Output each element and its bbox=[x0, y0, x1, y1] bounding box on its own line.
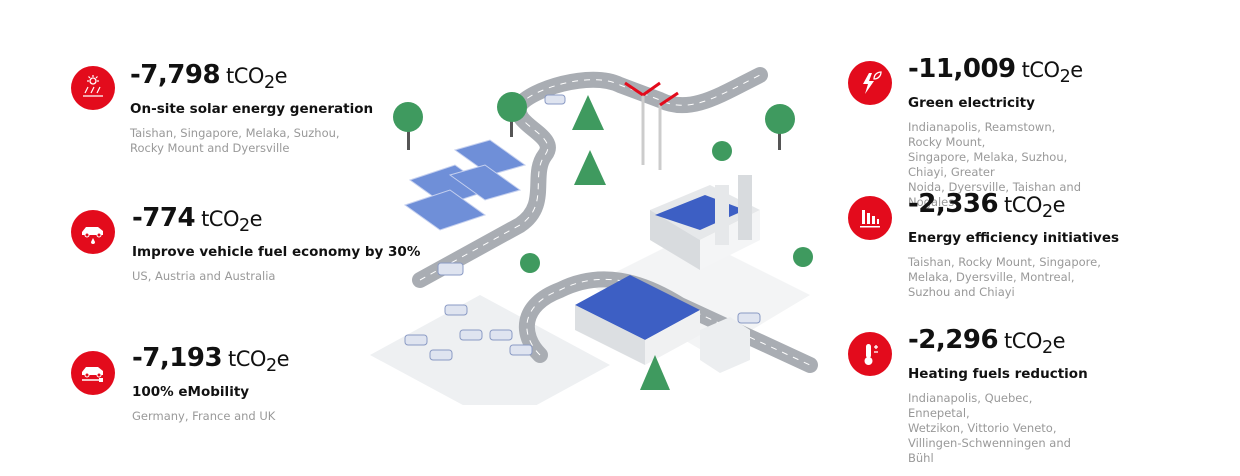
car-fuel-drop-icon bbox=[71, 210, 115, 254]
stat-locations: US, Austria and Australia bbox=[132, 269, 276, 284]
stat-title: 100% eMobility bbox=[132, 384, 250, 401]
stat-locations: Germany, France and UK bbox=[132, 409, 276, 424]
stat-title: Improve vehicle fuel economy by 30% bbox=[132, 244, 421, 261]
stat-locations: Taishan, Rocky Mount, Singapore,Melaka, … bbox=[908, 255, 1101, 300]
parking-lot bbox=[370, 295, 610, 405]
ground-plot bbox=[590, 235, 810, 355]
energy-campus-illustration bbox=[370, 67, 818, 405]
stat-value: -7,193 bbox=[132, 343, 223, 373]
factory bbox=[650, 175, 760, 270]
thermometer-icon bbox=[848, 332, 892, 376]
stat-value: -2,336 bbox=[908, 189, 999, 219]
stat-value: -7,798 bbox=[130, 60, 221, 90]
stat-unit: tCO2e bbox=[201, 207, 263, 237]
stat-value: -774 bbox=[132, 203, 196, 233]
stat-title: On-site solar energy generation bbox=[130, 101, 374, 118]
stat-unit: tCO2e bbox=[1004, 193, 1066, 223]
electric-car-icon bbox=[71, 351, 115, 395]
cars bbox=[404, 94, 761, 361]
stat-unit: tCO2e bbox=[1004, 329, 1066, 359]
stat-locations: Taishan, Singapore, Melaka, Suzhou,Rocky… bbox=[130, 126, 340, 156]
trees bbox=[393, 92, 813, 390]
stat-title: Energy efficiency initiatives bbox=[908, 230, 1120, 247]
stat-locations: Indianapolis, Quebec, Ennepetal,Wetzikon… bbox=[908, 391, 1071, 466]
stat-unit: tCO2e bbox=[1021, 58, 1084, 88]
stat-unit: tCO2e bbox=[226, 64, 288, 94]
wind-turbines bbox=[624, 81, 679, 170]
stat-unit: tCO2e bbox=[228, 347, 290, 377]
stat-value: -11,009 bbox=[908, 54, 1016, 84]
bar-chart-icon bbox=[848, 196, 892, 240]
stat-title: Green electricity bbox=[908, 95, 1035, 112]
solar-panel-icon bbox=[71, 66, 115, 110]
stat-locations: Indianapolis, Reamstown, Rocky Mount,Sin… bbox=[908, 120, 1081, 210]
green-lightning-icon bbox=[848, 61, 892, 105]
warehouse bbox=[575, 275, 750, 373]
stat-title: Heating fuels reduction bbox=[908, 366, 1088, 383]
solar-panels bbox=[403, 139, 527, 231]
stat-value: -2,296 bbox=[908, 325, 999, 355]
